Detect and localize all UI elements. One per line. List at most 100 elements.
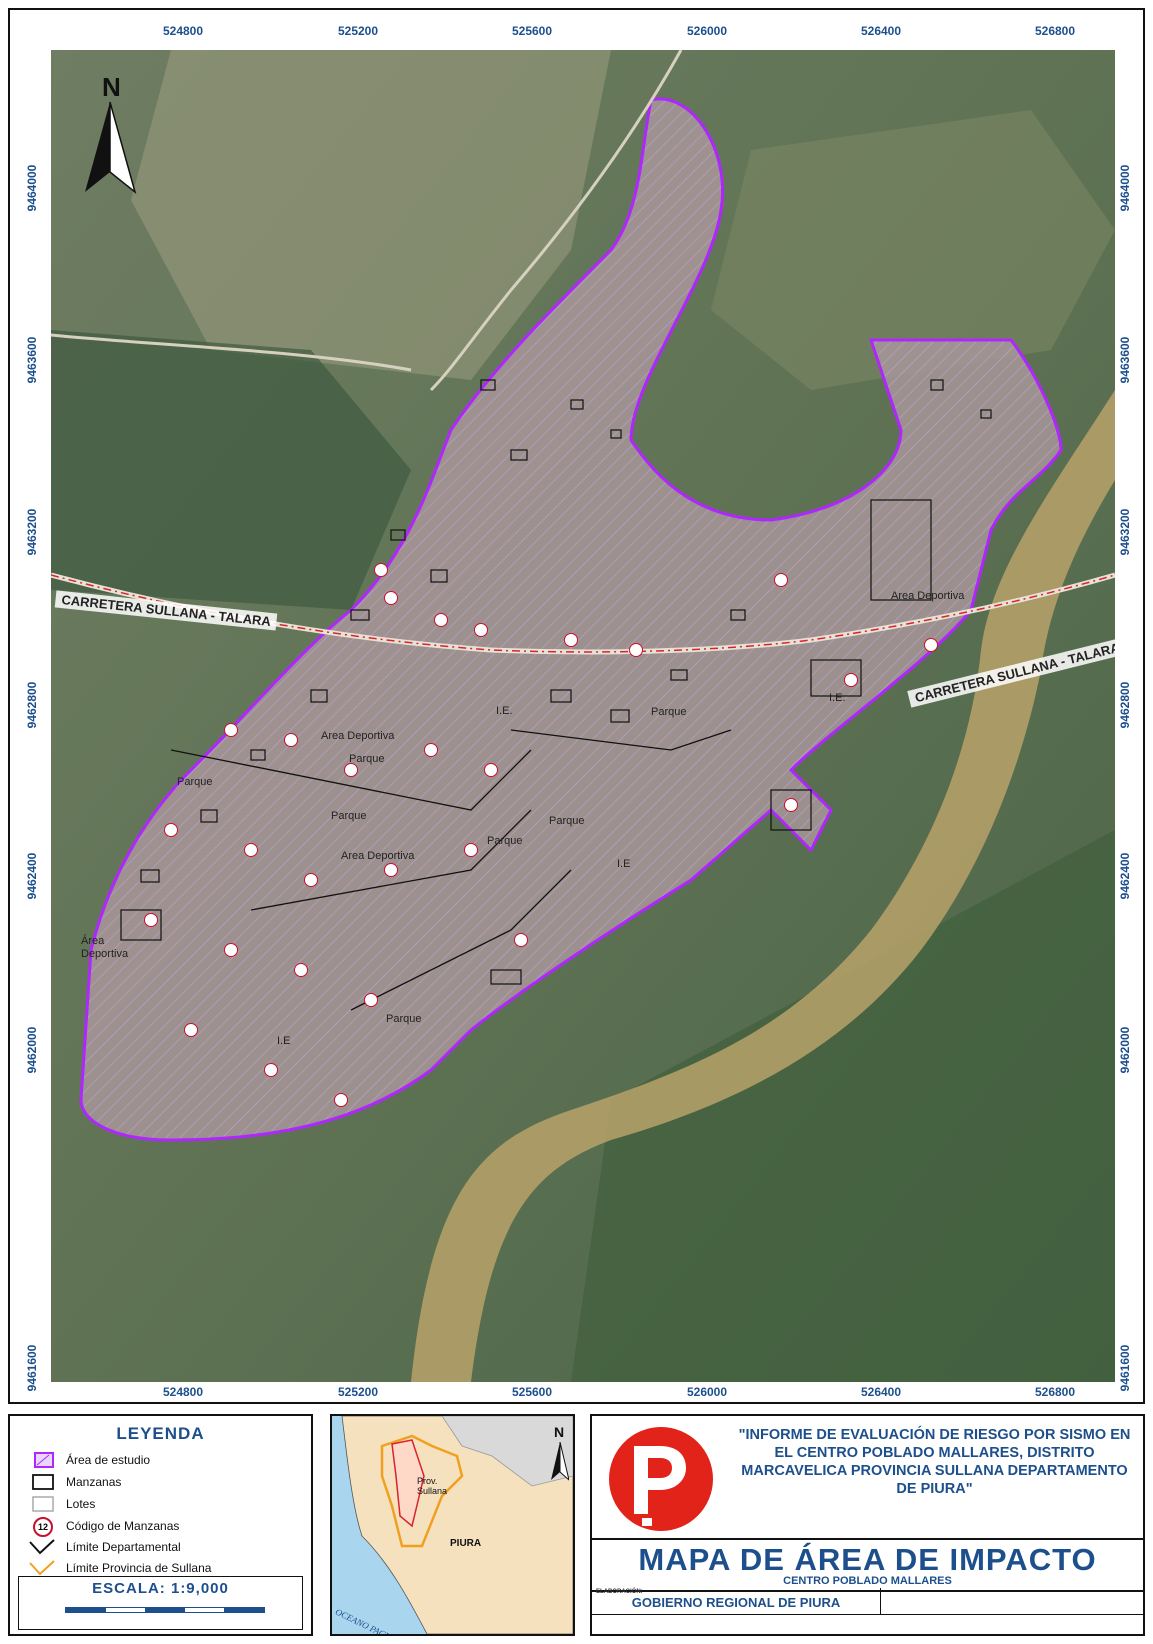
scale-bar <box>65 1607 265 1613</box>
scale-bar-panel: ESCALA: 1:9,000 <box>18 1576 303 1630</box>
coord-top-5: 526400 <box>860 24 902 38</box>
label-parque: Parque <box>349 753 385 765</box>
manzana-marker[interactable] <box>384 863 398 877</box>
title-block: "INFORME DE EVALUACIÓN DE RIESGO POR SIS… <box>590 1414 1145 1636</box>
label-area-deportiva: Area Deportiva <box>891 590 965 602</box>
north-label: N <box>102 72 121 102</box>
manzana-marker[interactable] <box>484 763 498 777</box>
manzana-marker[interactable] <box>164 823 178 837</box>
coord-left-5: 9462400 <box>25 852 39 900</box>
label-ie: I.E <box>617 858 631 870</box>
legend-item-area-estudio: Área de estudio <box>28 1450 150 1470</box>
map-subtitle: CENTRO POBLADO MALLARES <box>783 1575 952 1587</box>
manzana-marker[interactable] <box>784 798 798 812</box>
manzana-marker[interactable] <box>284 733 298 747</box>
legend-item-limite-provincia: Límite Provincia de Sullana <box>28 1558 211 1578</box>
manzana-marker[interactable] <box>564 633 578 647</box>
legend-item-limite-departamental: Límite Departamental <box>28 1537 181 1557</box>
location-inset: N Prov. Sullana PIURA OCEANO PACIFICO <box>330 1414 575 1636</box>
coord-left-3: 9463200 <box>25 508 39 556</box>
legend-title: LEYENDA <box>116 1424 205 1443</box>
manzana-marker[interactable] <box>424 743 438 757</box>
terrain-hills <box>711 110 1115 390</box>
manzana-swatch-icon <box>32 1474 54 1490</box>
label-ie: I.E <box>277 1035 291 1047</box>
manzana-marker[interactable] <box>264 1063 278 1077</box>
coord-left-1: 9464000 <box>25 164 39 212</box>
legend-label: Área de estudio <box>66 1453 151 1467</box>
manzana-marker[interactable] <box>514 933 528 947</box>
neighbor-land <box>441 1416 573 1487</box>
elaboracion-label: ELABORACIÓN: <box>596 1589 643 1595</box>
manzana-marker[interactable] <box>474 623 488 637</box>
coord-right-3: 9463200 <box>1118 508 1132 556</box>
manzana-marker[interactable] <box>629 643 643 657</box>
manzana-marker[interactable] <box>774 573 788 587</box>
manzana-marker[interactable] <box>224 723 238 737</box>
manzana-marker[interactable] <box>374 563 388 577</box>
manzana-marker[interactable] <box>844 673 858 687</box>
manzanas-blocks <box>120 379 992 985</box>
manzana-marker[interactable] <box>334 1093 348 1107</box>
lote-swatch-icon <box>32 1496 54 1512</box>
study-area-boundary[interactable] <box>79 97 1063 1142</box>
inset-province-label: Prov. Sullana <box>417 1476 448 1496</box>
info-row: ELABORACIÓN: GOBIERNO REGIONAL DE PIURA <box>592 1588 1143 1615</box>
manzana-marker[interactable] <box>294 963 308 977</box>
north-arrow: N <box>85 72 145 195</box>
label-ie: I.E. <box>496 705 513 717</box>
manzana-marker[interactable] <box>364 993 378 1007</box>
manzana-marker[interactable] <box>244 843 258 857</box>
label-parque: Parque <box>487 835 523 847</box>
coord-right-6: 9462000 <box>1118 1026 1132 1074</box>
legend-label: Límite Provincia de Sullana <box>66 1561 212 1575</box>
legend-label: Código de Manzanas <box>66 1519 180 1533</box>
coord-bottom-2: 525200 <box>337 1385 379 1399</box>
road-west <box>51 333 412 372</box>
manzana-marker[interactable] <box>224 943 238 957</box>
coord-left-2: 9463600 <box>25 336 39 384</box>
coord-bottom-6: 526800 <box>1034 1385 1076 1399</box>
legend-label: Límite Departamental <box>66 1540 181 1554</box>
legend-item-lotes: Lotes <box>28 1494 95 1514</box>
internal-streets <box>170 729 732 1011</box>
department-line-icon <box>29 1539 55 1555</box>
legend-label: Lotes <box>66 1497 96 1511</box>
manzana-marker[interactable] <box>184 1023 198 1037</box>
coord-right-1: 9464000 <box>1118 164 1132 212</box>
north-arrow-icon <box>85 102 137 195</box>
manzana-marker[interactable] <box>384 591 398 605</box>
map-svg <box>51 50 1115 1382</box>
province-line-icon <box>29 1560 55 1576</box>
terrain-fields-east <box>571 830 1115 1382</box>
logo-icon <box>609 1427 713 1531</box>
inset-north-arrow-icon <box>551 1442 569 1481</box>
road-north <box>429 50 683 392</box>
manzana-marker[interactable] <box>344 763 358 777</box>
satellite-map[interactable]: N CARRETERA SULLANA - TALARA CARRETERA S… <box>51 50 1115 1382</box>
study-area-hatch <box>81 98 1061 1140</box>
label-parque: Parque <box>331 810 367 822</box>
coord-top-6: 526800 <box>1034 24 1076 38</box>
manzana-marker[interactable] <box>924 638 938 652</box>
manzana-marker[interactable] <box>144 913 158 927</box>
label-parque: Parque <box>177 776 213 788</box>
manzana-marker[interactable] <box>304 873 318 887</box>
legend-item-codigo-manzanas: 12 Código de Manzanas <box>28 1516 180 1537</box>
inset-region-label: PIURA <box>450 1538 482 1549</box>
legend-panel: LEYENDA Área de estudio Manzanas Lotes 1… <box>8 1414 313 1636</box>
manzana-code-sample: 12 <box>33 1517 53 1537</box>
coord-top-2: 525200 <box>337 24 379 38</box>
coord-bottom-3: 525600 <box>511 1385 553 1399</box>
province-sullana-boundary <box>380 1434 464 1548</box>
map-frame: 524800 525200 525600 526000 526400 52680… <box>8 8 1145 1404</box>
coord-right-7: 9461600 <box>1118 1344 1132 1392</box>
manzana-marker[interactable] <box>464 843 478 857</box>
coord-right-4: 9462800 <box>1118 681 1132 729</box>
manzana-marker[interactable] <box>434 613 448 627</box>
legend-item-manzanas: Manzanas <box>28 1472 121 1492</box>
gobierno-regional-logo <box>606 1424 716 1534</box>
label-ie: I.E. <box>829 692 846 704</box>
coord-bottom-1: 524800 <box>162 1385 204 1399</box>
legend-label: Manzanas <box>66 1475 122 1489</box>
